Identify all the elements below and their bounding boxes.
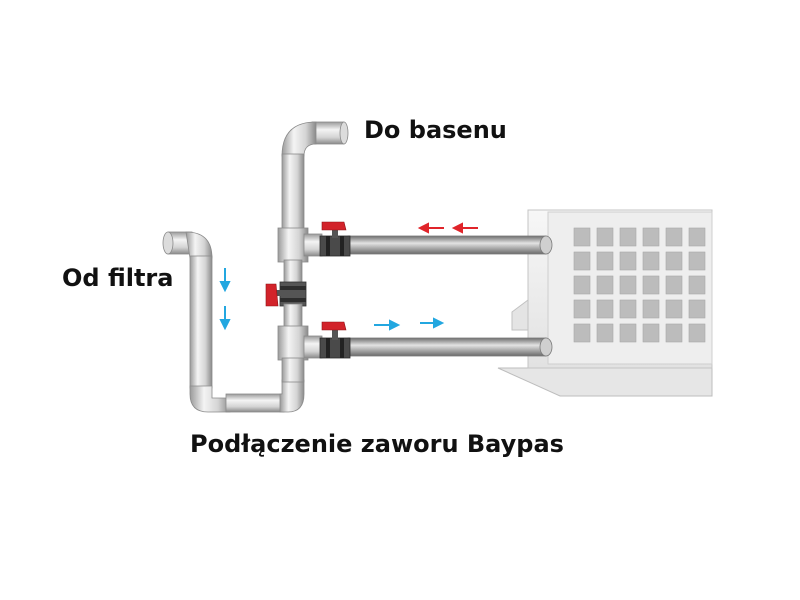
ball-valve-icon <box>319 321 351 359</box>
from-filter-label: Od filtra <box>62 264 174 292</box>
heat-pump-grille <box>573 227 706 343</box>
heat-pump-unit-icon <box>497 209 713 397</box>
supply-flow-arrows <box>374 317 445 331</box>
filter-flow-arrows <box>219 268 231 331</box>
to-pool-label: Do basenu <box>364 116 507 144</box>
return-flow-arrows <box>417 222 478 234</box>
return-pipe-top <box>347 235 553 255</box>
diagram-caption: Podłączenie zaworu Baypas <box>190 430 564 458</box>
ball-valve-icon <box>265 283 284 307</box>
ball-valve-icon <box>319 221 351 257</box>
supply-pipe-bottom <box>347 337 553 357</box>
manifold-pipe <box>277 121 349 383</box>
